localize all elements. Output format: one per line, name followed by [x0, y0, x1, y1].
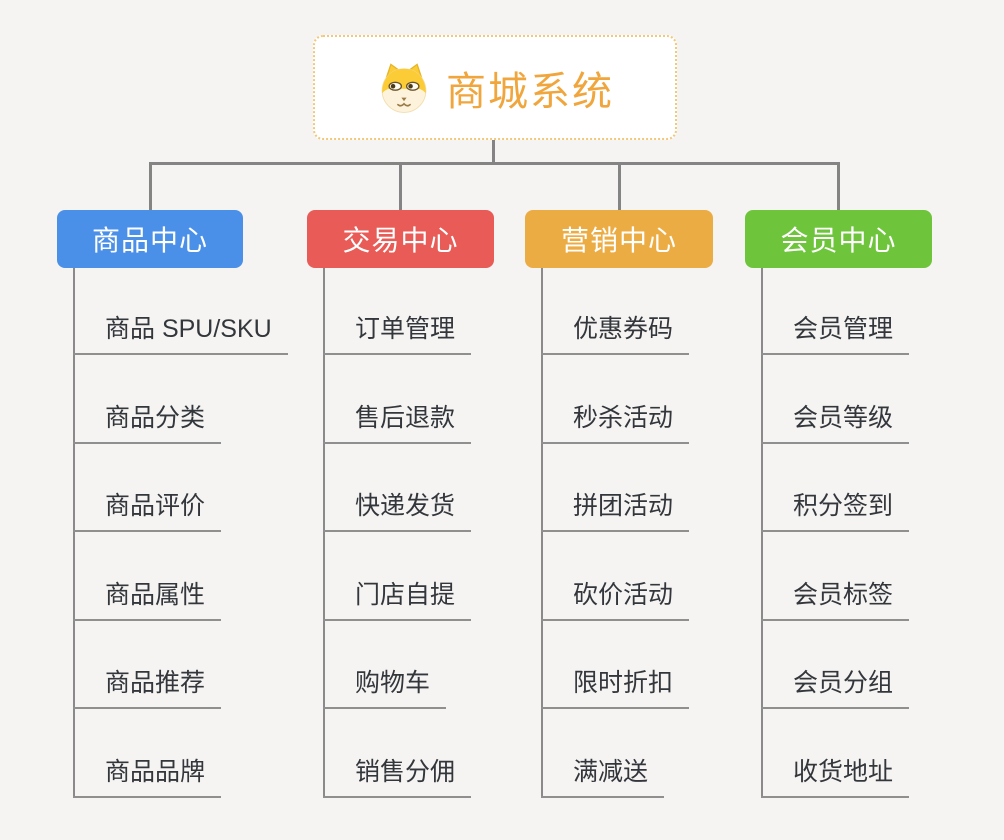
dog-face-icon [376, 60, 432, 116]
subtopic-label: 商品品牌 [105, 757, 206, 786]
subtopic[interactable]: 购物车 [323, 621, 447, 709]
branch-header-label: 会员中心 [780, 225, 897, 256]
subtopic-label: 限时折扣 [573, 669, 674, 697]
subtopic-label: 商品评价 [105, 492, 206, 520]
branch-header[interactable]: 交易中心 [307, 210, 494, 268]
subtopic[interactable]: 商品品牌 [73, 709, 222, 798]
subtopic[interactable]: 会员标签 [761, 532, 910, 621]
subtopic[interactable]: 积分签到 [761, 444, 910, 532]
subtopic-label: 拼团活动 [573, 492, 674, 520]
branch-children: 商品 SPU/SKU 商品分类商品评价商品属性商品推荐商品品牌 [73, 268, 288, 798]
subtopic-label: 商品推荐 [105, 669, 206, 697]
subtopic[interactable]: 限时折扣 [541, 621, 690, 709]
root-topic[interactable]: 商城系统 [313, 35, 677, 140]
subtopic[interactable]: 砍价活动 [541, 532, 690, 621]
subtopic[interactable]: 门店自提 [323, 532, 472, 621]
subtopic-label: 购物车 [355, 669, 431, 697]
subtopic[interactable]: 售后退款 [323, 355, 472, 444]
subtopic-label: 满减送 [573, 757, 649, 786]
subtopic-label: 收货地址 [793, 757, 894, 786]
connector-branch-spine [73, 268, 75, 798]
subtopic-label: 订单管理 [355, 315, 456, 343]
connector-branch-drop [837, 162, 840, 210]
subtopic-label: 售后退款 [355, 403, 456, 432]
connector-branch-spine [323, 268, 325, 798]
subtopic-label: 会员标签 [793, 580, 894, 609]
branch-children: 订单管理售后退款快递发货门店自提购物车销售分佣 [323, 268, 472, 798]
subtopic[interactable]: 秒杀活动 [541, 355, 690, 444]
subtopic-label: 会员管理 [793, 315, 894, 343]
connector-branch-spine [541, 268, 543, 798]
subtopic[interactable]: 商品评价 [73, 444, 222, 532]
subtopic[interactable]: 快递发货 [323, 444, 472, 532]
subtopic[interactable]: 商品分类 [73, 355, 222, 444]
subtopic-label: 商品属性 [105, 580, 206, 609]
subtopic-label: 秒杀活动 [573, 403, 674, 432]
subtopic[interactable]: 商品推荐 [73, 621, 222, 709]
subtopic[interactable]: 满减送 [541, 709, 665, 798]
branch-children: 会员管理会员等级积分签到会员标签会员分组收货地址 [761, 268, 910, 798]
root-title: 商城系统 [446, 69, 614, 114]
connector-branch-drop [399, 162, 402, 210]
branch-header[interactable]: 商品中心 [57, 210, 243, 268]
subtopic-label: 积分签到 [793, 492, 894, 520]
branch-children: 优惠券码秒杀活动拼团活动砍价活动限时折扣满减送 [541, 268, 690, 798]
branch-header-label: 交易中心 [342, 225, 459, 256]
connector-root-stem [492, 140, 495, 162]
subtopic[interactable]: 收货地址 [761, 709, 910, 798]
subtopic-label: 销售分佣 [355, 757, 456, 786]
subtopic[interactable]: 优惠券码 [541, 268, 690, 355]
subtopic-label: 砍价活动 [573, 580, 674, 609]
branch-header-label: 营销中心 [560, 225, 677, 256]
subtopic[interactable]: 订单管理 [323, 268, 472, 355]
subtopic[interactable]: 会员分组 [761, 621, 910, 709]
subtopic-label: 会员等级 [793, 403, 894, 432]
connector-horizontal-bar [148, 162, 840, 165]
subtopic[interactable]: 会员等级 [761, 355, 910, 444]
subtopic[interactable]: 销售分佣 [323, 709, 472, 798]
subtopic[interactable]: 商品 SPU/SKU [73, 268, 288, 355]
subtopic[interactable]: 会员管理 [761, 268, 910, 355]
connector-branch-drop [148, 162, 152, 210]
subtopic-label: 商品 SPU/SKU [105, 315, 272, 343]
connector-branch-spine [761, 268, 763, 798]
subtopic-label: 门店自提 [355, 580, 456, 609]
branch-header-label: 商品中心 [91, 225, 208, 256]
connector-branch-drop [617, 162, 621, 210]
subtopic-label: 优惠券码 [573, 315, 674, 343]
branch-header[interactable]: 营销中心 [525, 210, 713, 268]
subtopic-label: 快递发货 [355, 492, 456, 520]
branch-header[interactable]: 会员中心 [745, 210, 932, 268]
subtopic[interactable]: 商品属性 [73, 532, 222, 621]
subtopic-label: 商品分类 [105, 403, 206, 432]
subtopic[interactable]: 拼团活动 [541, 444, 690, 532]
subtopic-label: 会员分组 [793, 669, 894, 697]
